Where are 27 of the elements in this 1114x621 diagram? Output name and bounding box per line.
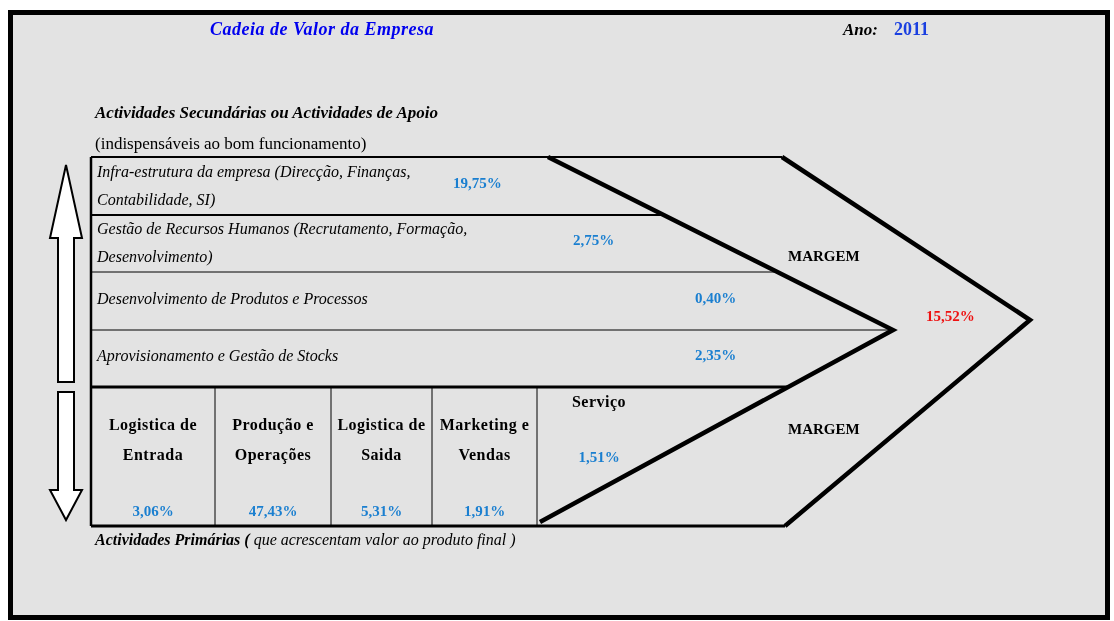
activity-name: Gestão de Recursos Humanos (Recrutamento, Formação, Desenvolvimento) [97, 219, 469, 268]
percentage-value: 19,75% [453, 175, 502, 192]
section-heading: Actividades Primárias ( que acrescentam valor ao produto final ) [95, 531, 516, 549]
activity-name: Desenvolvimento de Produtos e Processos [97, 289, 369, 309]
activity-name: Logistica de Saida [336, 415, 427, 465]
percentage-value: 1,51% [577, 449, 621, 466]
diagram-title: Cadeia de Valor da Empresa [210, 19, 434, 40]
activity-name: Infra-estrutura da empresa (Direcção, Finanças, Contabilidade, SI) [97, 162, 412, 211]
margin-label: MARGEM [788, 248, 860, 265]
percentage-value: 1,91% [462, 503, 507, 520]
percentage-value: 47,43% [247, 503, 299, 520]
activity-name: Logistica de Entrada [107, 415, 199, 465]
percentage-value: 2,35% [695, 347, 737, 364]
year-label: Ano: [843, 20, 878, 40]
percentage-value: 5,31% [359, 503, 404, 520]
margin-label: MARGEM [788, 421, 860, 438]
activity-name: Aprovisionamento e Gestão de Stocks [97, 346, 340, 367]
margin-value: 15,52% [926, 308, 975, 325]
year-value: 2011 [894, 19, 929, 40]
activity-name: Marketing e Vendas [438, 415, 531, 465]
section-heading: Actividades Secundárias ou Actividades de Apoio [95, 103, 438, 123]
section-note: (indispensáveis ao bom funcionamento) [95, 134, 367, 154]
percentage-value: 0,40% [695, 290, 737, 307]
percentage-value: 2,75% [573, 232, 615, 249]
percentage-value: 3,06% [131, 503, 175, 520]
activity-name: Produção e Operações [231, 415, 315, 466]
activity-name: Serviço [570, 392, 628, 413]
